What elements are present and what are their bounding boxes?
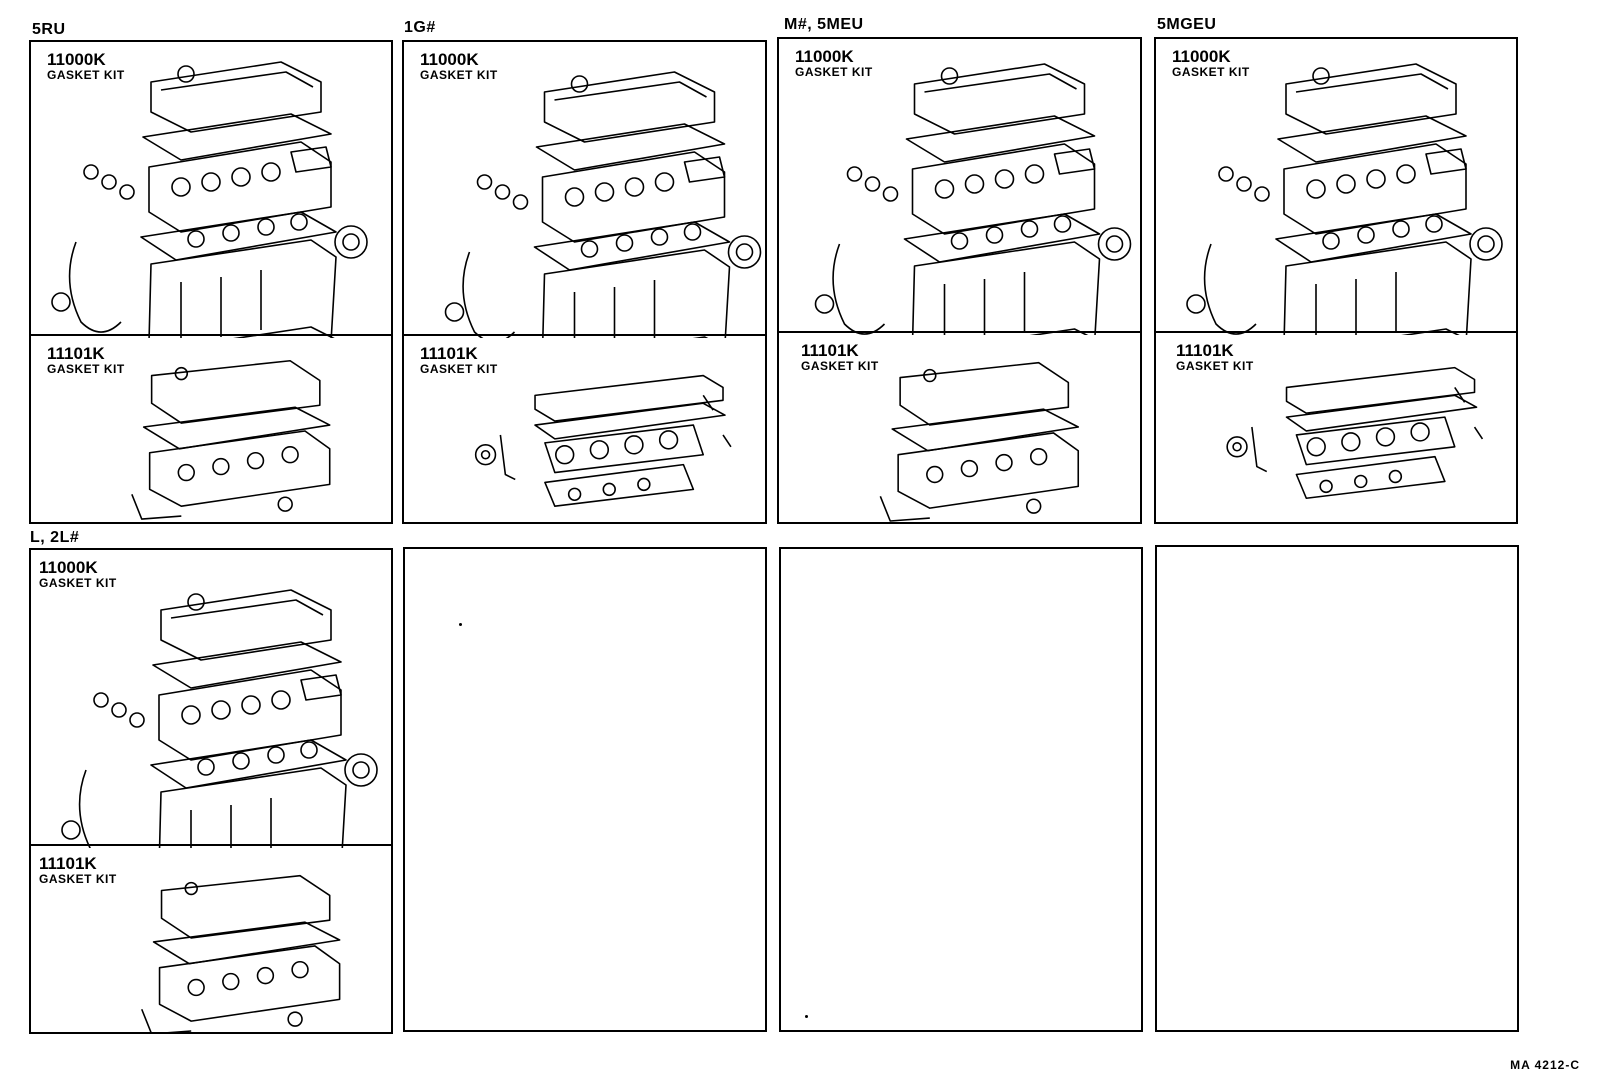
part-number: 11000K <box>39 558 98 577</box>
engine-label-m-5meu: M#, 5MEU <box>784 16 864 33</box>
gasket-kit-illustration <box>140 874 341 1032</box>
part-number: 11101K <box>420 344 478 363</box>
empty-panel-3 <box>1155 545 1519 1032</box>
part-number: 11101K <box>47 344 105 363</box>
empty-panel-2 <box>779 547 1143 1032</box>
speck-mark <box>459 623 462 626</box>
gasket-kit-illustration <box>1186 63 1503 335</box>
gasket-kit-illustration <box>1226 366 1484 500</box>
kit-name: GASKET KIT <box>1176 359 1254 373</box>
panel-l-2l: 11000K GASKET KIT 11101K GASKET KIT <box>29 548 393 1034</box>
engine-label-l-2l: L, 2L# <box>30 529 80 546</box>
panel-5ru: 11000K GASKET KIT 11101K GASKET KIT <box>29 40 393 524</box>
empty-panel-1 <box>403 547 767 1032</box>
kit-name: GASKET KIT <box>39 576 117 590</box>
kit-name: GASKET KIT <box>47 362 125 376</box>
figure-reference: MA 4212-C <box>1510 1058 1580 1072</box>
kit-name: GASKET KIT <box>39 872 117 886</box>
kit-cell-11000k: 11000K GASKET KIT <box>31 550 391 848</box>
kit-cell-11000k: 11000K GASKET KIT <box>404 42 765 338</box>
speck-mark <box>805 1015 808 1018</box>
part-number: 11000K <box>420 50 479 69</box>
gasket-kit-illustration <box>814 63 1132 335</box>
part-number: 11000K <box>1172 47 1231 66</box>
kit-cell-11000k: 11000K GASKET KIT <box>31 42 391 338</box>
part-number: 11101K <box>801 341 859 360</box>
part-number: 11000K <box>795 47 854 66</box>
gasket-kit-illustration <box>474 374 732 507</box>
kit-cell-11101k: 11101K GASKET KIT <box>31 334 391 522</box>
kit-cell-11101k: 11101K GASKET KIT <box>404 334 765 522</box>
engine-label-5mgeu: 5MGEU <box>1157 16 1217 33</box>
gasket-kit-illustration <box>51 61 368 338</box>
gasket-kit-illustration <box>879 361 1080 522</box>
gasket-kit-illustration <box>131 359 331 520</box>
kit-name: GASKET KIT <box>47 68 125 82</box>
kit-cell-11101k: 11101K GASKET KIT <box>31 844 391 1032</box>
gasket-kit-illustration <box>444 71 762 338</box>
part-number: 11101K <box>1176 341 1234 360</box>
kit-name: GASKET KIT <box>801 359 879 373</box>
panel-1g: 11000K GASKET KIT 11101K GASKET KIT <box>402 40 767 524</box>
panel-m-5meu: 11000K GASKET KIT 11101K GASKET KIT <box>777 37 1142 524</box>
kit-name: GASKET KIT <box>795 65 873 79</box>
part-number: 11101K <box>39 854 97 873</box>
kit-name: GASKET KIT <box>1172 65 1250 79</box>
engine-label-5ru: 5RU <box>32 21 66 38</box>
part-number: 11000K <box>47 50 106 69</box>
kit-name: GASKET KIT <box>420 362 498 376</box>
kit-name: GASKET KIT <box>420 68 498 82</box>
kit-cell-11101k: 11101K GASKET KIT <box>1156 331 1516 522</box>
gasket-kit-illustration <box>61 589 378 848</box>
kit-cell-11000k: 11000K GASKET KIT <box>1156 39 1516 335</box>
kit-cell-11000k: 11000K GASKET KIT <box>779 39 1140 335</box>
panel-5mgeu: 11000K GASKET KIT 11101K GASKET KIT <box>1154 37 1518 524</box>
engine-label-1g: 1G# <box>404 19 436 36</box>
kit-cell-11101k: 11101K GASKET KIT <box>779 331 1140 522</box>
